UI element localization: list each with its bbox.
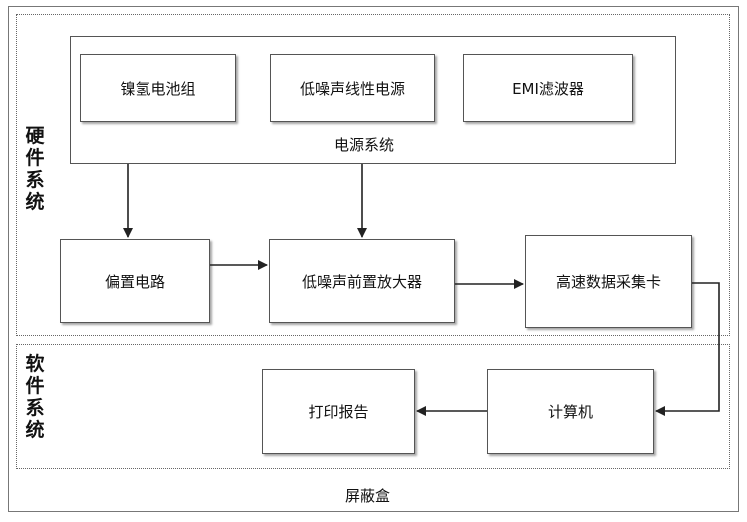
arrow-daq-to-computer bbox=[656, 283, 719, 411]
